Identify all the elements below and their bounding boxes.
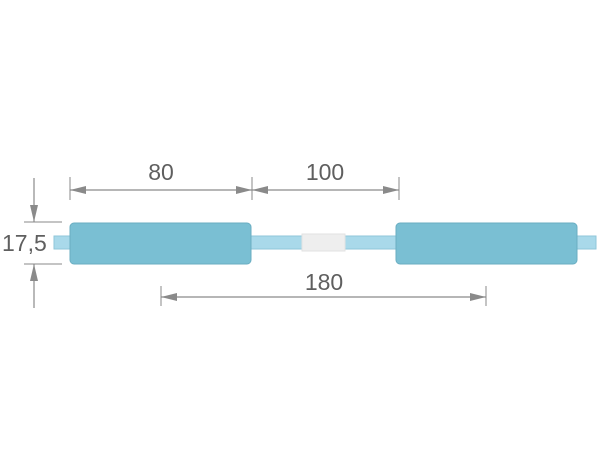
arrowhead-icon: [383, 186, 399, 194]
arrowhead-icon: [236, 186, 252, 194]
arrowhead-icon: [30, 205, 38, 222]
middle-block: [301, 233, 346, 252]
right-pad: [395, 222, 578, 265]
arrowhead-icon: [470, 293, 486, 301]
dimension-label-17-5: 17,5: [2, 230, 47, 256]
dimension-label-180: 180: [305, 269, 343, 295]
dimension-label-100: 100: [306, 159, 344, 185]
dimension-180: 180: [160, 269, 487, 306]
left-pad: [69, 222, 252, 265]
dimension-100: 100: [252, 159, 400, 200]
dimension-label-80: 80: [148, 159, 174, 185]
arrowhead-icon: [161, 293, 177, 301]
arrowhead-icon: [70, 186, 86, 194]
arrowhead-icon: [30, 264, 38, 281]
dimension-17-5: 17,5: [2, 178, 62, 308]
arrowhead-icon: [252, 186, 268, 194]
dimension-80: 80: [69, 159, 253, 200]
